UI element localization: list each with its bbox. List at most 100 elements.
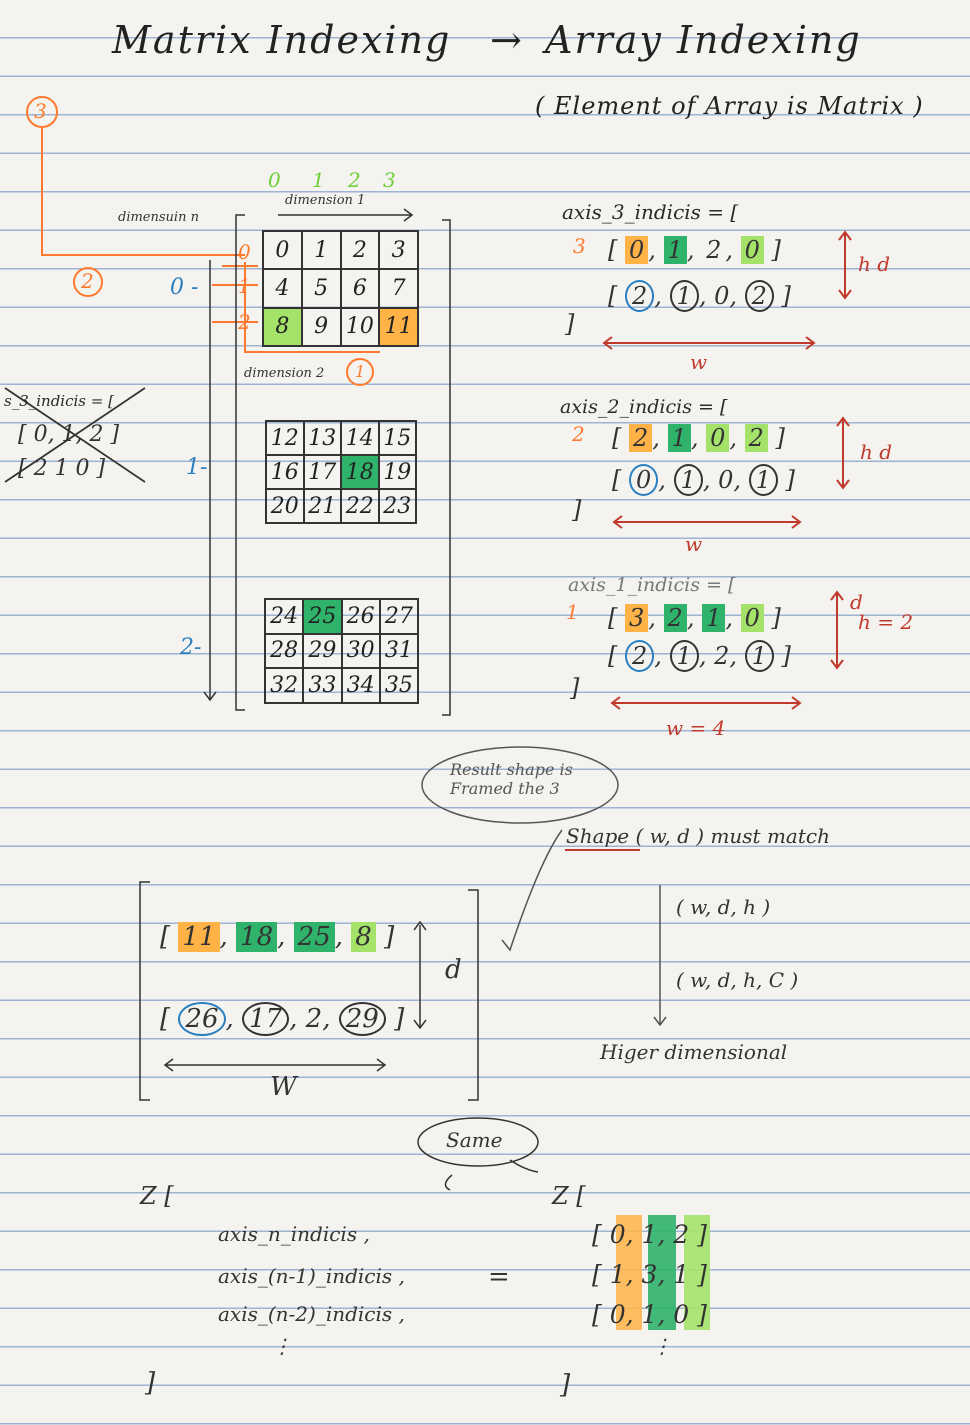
block-index-2: 2- <box>180 635 202 660</box>
circle-3-label: 3 <box>34 99 47 123</box>
axis3-w: w <box>690 350 708 374</box>
matrix-cell: 16 <box>266 455 304 489</box>
axis1-row-2: [ 2, 1, 2, 1 ] <box>608 640 791 672</box>
axis3-close: ] <box>565 310 575 338</box>
axis1-val: 1 <box>744 640 774 672</box>
axis1-close: ] <box>570 674 580 702</box>
matrix-cell: 4 <box>263 269 302 308</box>
bottom-right-dots: ⋮ <box>652 1334 672 1358</box>
axis2-val: 0 <box>718 466 734 494</box>
axis3-circle: 3 <box>573 234 586 258</box>
axis2-val: 2 <box>629 424 653 452</box>
title-left: Matrix Indexing <box>112 18 452 62</box>
matrix-cell: 24 <box>265 599 304 634</box>
matrix-cell: 30 <box>341 633 380 669</box>
axis2-h: h d <box>860 440 893 464</box>
matrix-cell: 7 <box>379 269 418 308</box>
axis2-val: 0 <box>629 464 659 496</box>
matrix-cell: 28 <box>265 633 304 669</box>
axis3-row-1: [ 0, 1, 2, 0 ] <box>608 236 781 264</box>
axis3-val: 2 <box>706 236 722 264</box>
shape-line-1: ( w, d, h ) <box>676 895 771 919</box>
axis1-val: 1 <box>669 640 699 672</box>
axis3-val: 0 <box>740 236 764 264</box>
bottom-left-line-2: axis_(n-1)_indicis , <box>218 1264 405 1288</box>
bottom-left-line-1: axis_n_indicis , <box>218 1222 370 1246</box>
matrix-cell-highlight: 8 <box>263 307 302 346</box>
matrix-cell: 32 <box>265 668 304 703</box>
matrix-cell-highlight: 11 <box>379 307 418 346</box>
result-w: W <box>270 1072 297 1102</box>
matrix-cell: 29 <box>303 633 342 669</box>
row-index-1: 1 <box>238 274 251 298</box>
axis3-val: 2 <box>625 280 655 312</box>
axis1-row-1: [ 3, 2, 1, 0 ] <box>608 604 781 632</box>
col-index-1: 1 <box>312 168 325 192</box>
axis2-w: w <box>685 532 703 556</box>
result-val: 18 <box>236 922 278 952</box>
bottom-right-row-1: [ 0, 1, 2 ] <box>592 1220 707 1249</box>
matrix-cell: 21 <box>303 489 341 523</box>
dimension-2-label: dimension 2 <box>244 366 325 381</box>
axis1-w: w = 4 <box>666 716 726 740</box>
matrix-cell: 19 <box>378 455 416 489</box>
circle-2-label: 2 <box>81 269 94 293</box>
bottom-right-close: ] <box>560 1370 571 1400</box>
axis1-val: 0 <box>740 604 764 632</box>
result-val: 17 <box>242 1002 290 1036</box>
axis1-d: d <box>850 590 863 614</box>
axis2-val: 1 <box>667 424 691 452</box>
result-val: 2 <box>305 1004 323 1034</box>
matrix-cell: 14 <box>341 421 379 455</box>
axis3-val: 1 <box>663 236 687 264</box>
row-index-2: 2 <box>238 310 251 334</box>
shape-title: Shape ( w, d ) must match <box>566 824 830 848</box>
matrix-cell: 10 <box>340 307 380 346</box>
axis1-val: 2 <box>663 604 687 632</box>
title-arrow: → <box>490 18 524 62</box>
bottom-right-row-3: [ 0, 1, 0 ] <box>592 1300 707 1329</box>
crossed-head: s_3_indicis = [ <box>4 392 114 410</box>
same-label: Same <box>446 1128 503 1152</box>
axis2-circle: 2 <box>572 422 585 446</box>
matrix-cell: 6 <box>340 269 380 308</box>
equals-sign: = <box>488 1262 510 1292</box>
col-index-0: 0 <box>268 168 281 192</box>
dimension-n-label: dimensuin n <box>118 210 199 225</box>
shape-line-3: Higer dimensional <box>600 1040 788 1064</box>
axis1-h2: h = 2 <box>858 610 914 634</box>
matrix-cell: 34 <box>341 668 380 703</box>
matrix-cell: 20 <box>266 489 304 523</box>
matrix-block-2: 24 25 26 27 28 29 30 31 32 33 34 35 <box>264 598 419 704</box>
col-index-2: 2 <box>348 168 361 192</box>
axis2-val: 2 <box>744 424 768 452</box>
matrix-cell: 31 <box>379 633 418 669</box>
bottom-left-z: Z [ <box>140 1182 174 1210</box>
matrix-cell: 33 <box>303 668 342 703</box>
axis2-val: 1 <box>748 464 778 496</box>
result-val: 8 <box>351 922 376 952</box>
result-row-1: [ 11, 18, 25, 8 ] <box>160 922 395 952</box>
axis1-val: 1 <box>702 604 726 632</box>
axis3-row-2: [ 2, 1, 0, 2 ] <box>608 280 791 312</box>
axis2-head: axis_2_indicis = [ <box>560 396 728 418</box>
axis2-val: 1 <box>673 464 703 496</box>
result-row-2: [ 26, 17, 2, 29 ] <box>160 1002 405 1036</box>
matrix-block-1: 12 13 14 15 16 17 18 19 20 21 22 23 <box>265 420 417 524</box>
axis1-val: 2 <box>625 640 655 672</box>
shape-line-2: ( w, d, h, C ) <box>676 968 799 992</box>
matrix-cell: 15 <box>378 421 416 455</box>
subtitle: ( Element of Array is Matrix ) <box>535 92 924 120</box>
dimension-1-label: dimension 1 <box>285 193 366 208</box>
matrix-cell: 17 <box>303 455 341 489</box>
matrix-cell: 2 <box>340 231 380 270</box>
bottom-right-row-2: [ 1, 3, 1 ] <box>592 1260 707 1289</box>
axis1-head: axis_1_indicis = [ <box>568 574 736 596</box>
matrix-cell: 23 <box>378 489 416 523</box>
axis3-head: axis_3_indicis = [ <box>562 200 739 224</box>
bottom-left-dots: ⋮ <box>272 1334 292 1358</box>
crossed-row-2: [ 2 1 0 ] <box>18 456 106 481</box>
result-d: d <box>445 955 462 985</box>
